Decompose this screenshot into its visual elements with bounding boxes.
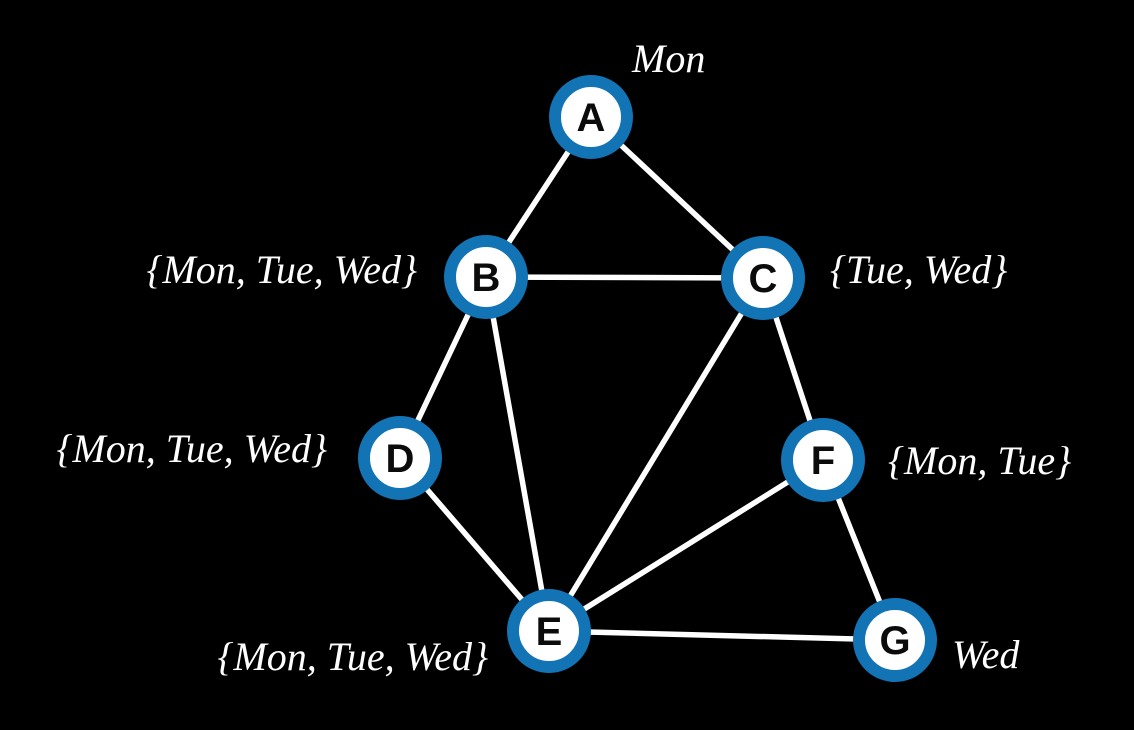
edges-layer: [397, 114, 898, 643]
node-D-letter: D: [386, 437, 415, 481]
node-G-letter: G: [879, 619, 910, 663]
node-E: E: [507, 589, 591, 673]
node-B-circle: [444, 235, 528, 319]
edge-E-G: [546, 628, 898, 643]
node-B: B: [444, 235, 528, 319]
edge-C-E: [546, 275, 766, 634]
domain-label-D: {Mon, Tue, Wed}: [56, 426, 327, 471]
domain-label-B: {Mon, Tue, Wed}: [146, 247, 417, 292]
domain-label-G: Wed: [952, 632, 1020, 677]
node-D-circle: [358, 416, 442, 500]
edge-E-F: [546, 457, 826, 634]
node-F: F: [781, 418, 865, 502]
node-C-circle: [721, 236, 805, 320]
edge-B-E: [483, 274, 552, 634]
node-G: G: [853, 598, 937, 682]
node-C-letter: C: [749, 257, 778, 301]
node-F-circle: [781, 418, 865, 502]
node-A: A: [549, 75, 633, 159]
node-B-letter: B: [472, 256, 501, 300]
edge-B-C: [483, 274, 766, 281]
domain-label-A: Mon: [631, 36, 705, 81]
node-E-circle: [507, 589, 591, 673]
domain-label-C: {Tue, Wed}: [830, 247, 1007, 292]
node-G-circle: [853, 598, 937, 682]
domain-label-F: {Mon, Tue}: [888, 438, 1071, 483]
node-D: D: [358, 416, 442, 500]
node-A-letter: A: [577, 96, 606, 140]
domain-label-E: {Mon, Tue, Wed}: [217, 634, 488, 679]
node-F-letter: F: [811, 439, 835, 483]
labels-layer: Mon {Mon, Tue, Wed} {Tue, Wed} {Mon, Tue, W…: [56, 36, 1071, 679]
node-E-letter: E: [536, 610, 563, 654]
node-A-circle: [549, 75, 633, 159]
nodes-layer: A B C D E F G: [358, 75, 937, 682]
node-C: C: [721, 236, 805, 320]
